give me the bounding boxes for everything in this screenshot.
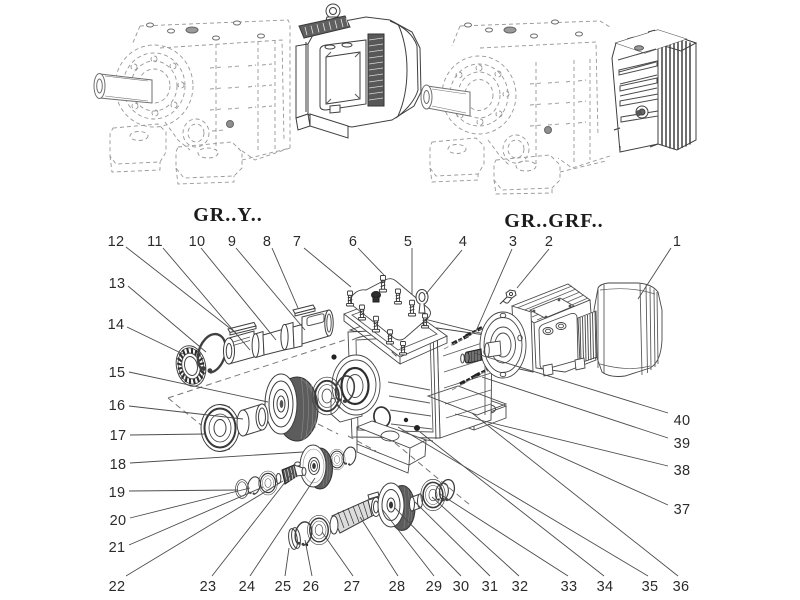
svg-text:18: 18 [110,457,127,473]
svg-text:30: 30 [453,579,470,595]
svg-text:27: 27 [344,579,361,595]
svg-text:8: 8 [263,234,271,250]
svg-text:17: 17 [110,428,127,444]
svg-text:11: 11 [147,234,163,250]
svg-text:36: 36 [673,579,690,595]
svg-text:32: 32 [512,579,529,595]
svg-text:39: 39 [674,436,691,452]
svg-text:2: 2 [545,234,553,250]
svg-text:35: 35 [642,579,659,595]
svg-text:33: 33 [561,579,578,595]
svg-text:3: 3 [509,234,517,250]
svg-text:25: 25 [275,579,292,595]
svg-text:31: 31 [482,579,499,595]
svg-text:10: 10 [189,234,206,250]
svg-text:15: 15 [109,365,126,381]
svg-text:12: 12 [108,234,125,250]
svg-text:4: 4 [459,234,467,250]
svg-text:GR..GRF..: GR..GRF.. [504,210,603,232]
svg-text:19: 19 [109,485,126,501]
svg-text:21: 21 [109,540,126,556]
svg-text:9: 9 [228,234,236,250]
svg-text:37: 37 [674,502,691,518]
svg-text:22: 22 [109,579,126,595]
svg-text:1: 1 [673,234,681,250]
svg-text:13: 13 [109,276,126,292]
svg-text:28: 28 [389,579,406,595]
svg-text:16: 16 [109,398,126,414]
svg-text:5: 5 [404,234,412,250]
svg-text:GR..Y..: GR..Y.. [193,204,263,226]
svg-text:26: 26 [303,579,320,595]
svg-text:14: 14 [108,317,125,333]
svg-text:29: 29 [426,579,443,595]
svg-text:6: 6 [349,234,357,250]
svg-text:24: 24 [239,579,256,595]
svg-text:34: 34 [597,579,614,595]
svg-text:7: 7 [293,234,301,250]
svg-text:20: 20 [110,513,127,529]
svg-text:23: 23 [200,579,217,595]
svg-text:38: 38 [674,463,691,479]
svg-text:40: 40 [674,413,691,429]
